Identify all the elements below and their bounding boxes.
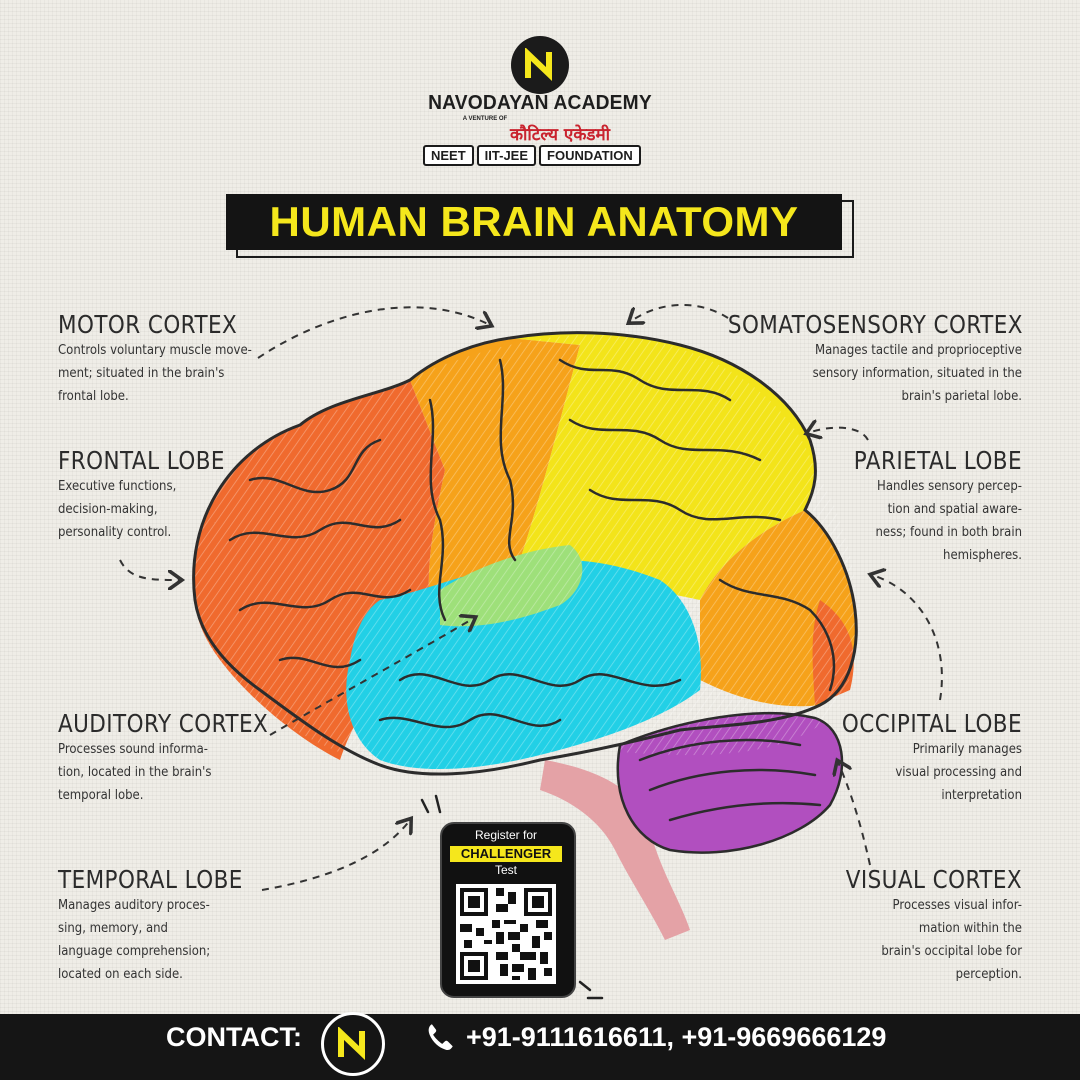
- label-frontal-lobe: FRONTAL LOBE Executive functions,decisio…: [58, 446, 358, 544]
- title-banner: HUMAN BRAIN ANATOMY: [226, 194, 842, 250]
- brand-venture-label: A VENTURE OF: [462, 116, 508, 122]
- label-description: Processes sound informa-tion, located in…: [58, 742, 212, 803]
- label-description: Processes visual infor-mation within the…: [881, 898, 1022, 982]
- course-tag: NEET: [423, 145, 474, 166]
- connector-temporal: [261, 820, 410, 891]
- label-somatosensory-cortex: SOMATOSENSORY CORTEX Manages tactile and…: [680, 310, 1023, 408]
- course-tags: NEET IIT-JEE FOUNDATION: [423, 145, 644, 166]
- brain-outline: [192, 331, 858, 776]
- brand-logo-icon: [511, 36, 569, 94]
- label-title: MOTOR CORTEX: [58, 310, 238, 339]
- connector-frontal: [119, 559, 180, 580]
- connector-somato: [630, 303, 729, 322]
- label-title: PARIETAL LOBE: [853, 446, 1022, 475]
- label-temporal-lobe: TEMPORAL LOBE Manages auditory proces-si…: [58, 865, 358, 986]
- connector-occipital: [872, 575, 943, 701]
- qr-code-icon[interactable]: [456, 884, 556, 984]
- course-tag: FOUNDATION: [539, 145, 641, 166]
- page-title: HUMAN BRAIN ANATOMY: [269, 198, 799, 245]
- brain-stem: [540, 760, 690, 940]
- label-title: VISUAL CORTEX: [845, 865, 1022, 894]
- footer-logo-icon: [321, 1012, 385, 1076]
- label-auditory-cortex: AUDITORY CORTEX Processes sound informa-…: [58, 709, 358, 807]
- qr-challenger-badge: CHALLENGER: [450, 846, 562, 862]
- contact-label: CONTACT:: [166, 1022, 302, 1052]
- label-visual-cortex: VISUAL CORTEX Processes visual infor-mat…: [722, 865, 1022, 986]
- course-tag: IIT-JEE: [476, 145, 537, 166]
- label-title: TEMPORAL LOBE: [58, 865, 243, 894]
- label-description: Manages auditory proces-sing, memory, an…: [58, 898, 211, 982]
- label-motor-cortex: MOTOR CORTEX Controls voluntary muscle m…: [58, 310, 358, 408]
- connector-parietal: [808, 428, 869, 441]
- qr-register-text: Register for: [474, 828, 538, 842]
- connector-auditory: [269, 618, 474, 736]
- label-title: OCCIPITAL LOBE: [841, 709, 1022, 738]
- connector-visual: [838, 762, 871, 866]
- label-title: FRONTAL LOBE: [58, 446, 225, 475]
- footer-bar: [0, 1014, 1080, 1080]
- label-title: SOMATOSENSORY CORTEX: [727, 310, 1023, 339]
- label-description: Executive functions,decision-making,pers…: [58, 479, 177, 540]
- phone-icon: [428, 1024, 453, 1050]
- label-title: AUDITORY CORTEX: [58, 709, 269, 738]
- label-description: Controls voluntary muscle move-ment; sit…: [58, 343, 252, 404]
- label-parietal-lobe: PARIETAL LOBE Handles sensory percep-tio…: [722, 446, 1022, 567]
- connector-motor: [257, 306, 490, 359]
- brand-hindi-name: कौटिल्य एकेडमी: [509, 125, 611, 145]
- label-description: Handles sensory percep-tion and spatial …: [875, 479, 1022, 563]
- qr-test-text: Test: [494, 863, 517, 877]
- contact-phone-numbers[interactable]: +91-9111616611, +91-9669666129: [466, 1022, 887, 1052]
- brand-name: NAVODAYAN ACADEMY: [428, 92, 652, 114]
